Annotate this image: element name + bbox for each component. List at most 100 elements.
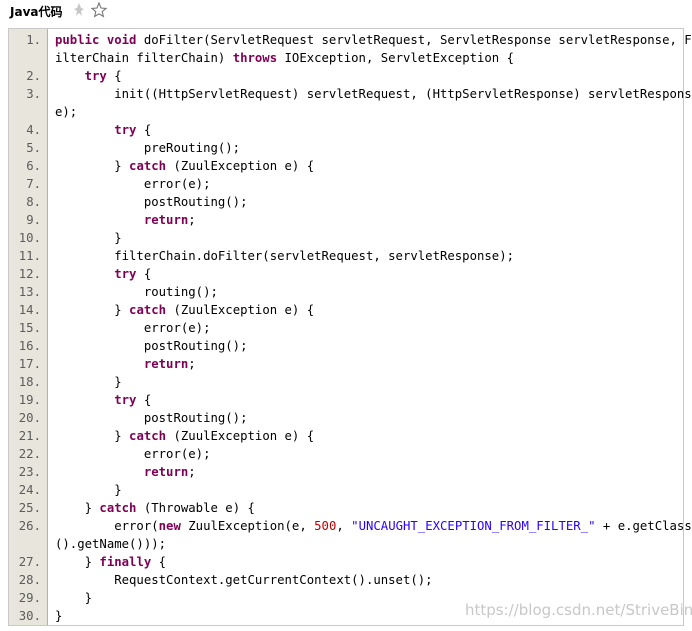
code-token: { <box>136 123 152 137</box>
code-token: catch <box>129 159 167 173</box>
line-number: 3. <box>26 87 41 101</box>
line-number: 1. <box>26 33 41 47</box>
line-number: 28. <box>18 573 41 587</box>
code-text: } <box>55 229 122 247</box>
code-token: e); <box>55 105 78 119</box>
code-token: } <box>55 231 122 245</box>
line-number: 15. <box>18 321 41 335</box>
code-token: } <box>55 303 130 317</box>
code-token: postRouting(); <box>55 339 248 353</box>
code-text: e); <box>55 103 77 121</box>
code-token: return <box>143 213 189 227</box>
code-text: } <box>55 589 92 607</box>
code-block: 1.public void doFilter(ServletRequest se… <box>8 28 692 626</box>
code-line: 9. return; <box>9 211 683 229</box>
code-text: routing(); <box>55 283 218 301</box>
line-number: 11. <box>18 249 41 263</box>
code-token: preRouting(); <box>55 141 241 155</box>
line-number: 6. <box>26 159 41 173</box>
code-token: { <box>106 69 122 83</box>
code-token: + e.getClass <box>595 519 692 533</box>
line-number: 17. <box>18 357 41 371</box>
code-line: 22. error(e); <box>9 445 683 463</box>
code-line: 6. } catch (ZuulException e) { <box>9 157 683 175</box>
code-line: 10. } <box>9 229 683 247</box>
code-token: "UNCAUGHT_EXCEPTION_FROM_FILTER_" <box>351 519 596 533</box>
code-text: preRouting(); <box>55 139 240 157</box>
code-text: error(e); <box>55 319 211 337</box>
code-text: RequestContext.getCurrentContext().unset… <box>55 571 433 589</box>
code-line: 4. try { <box>9 121 683 139</box>
code-line: 7. error(e); <box>9 175 683 193</box>
code-token: doFilter(ServletRequest servletRequest, … <box>143 33 692 47</box>
code-text: } catch (ZuulException e) { <box>55 301 314 319</box>
code-line: 15. error(e); <box>9 319 683 337</box>
line-number: 25. <box>18 501 41 515</box>
code-token: postRouting(); <box>55 411 248 425</box>
code-token: throws <box>232 51 278 65</box>
code-line: 17. return; <box>9 355 683 373</box>
code-token <box>55 465 144 479</box>
code-token: } <box>55 609 63 623</box>
code-token <box>55 69 85 83</box>
line-number: 8. <box>26 195 41 209</box>
line-number: 19. <box>18 393 41 407</box>
line-number: 2. <box>26 69 41 83</box>
code-token: RequestContext.getCurrentContext().unset… <box>55 573 433 587</box>
code-line: 21. } catch (ZuulException e) { <box>9 427 683 445</box>
code-text: return; <box>55 463 196 481</box>
star-icon[interactable] <box>90 1 108 19</box>
code-token: ZuulException(e, <box>180 519 315 533</box>
line-number: 14. <box>18 303 41 317</box>
code-token <box>55 393 114 407</box>
code-line: 14. } catch (ZuulException e) { <box>9 301 683 319</box>
pin-icon[interactable] <box>70 1 88 19</box>
code-token: } <box>55 501 100 515</box>
line-number <box>9 49 41 67</box>
code-text: try { <box>55 121 151 139</box>
code-token: } <box>55 159 130 173</box>
code-area <box>47 29 683 625</box>
code-token <box>55 267 114 281</box>
code-token: } <box>55 555 100 569</box>
code-token: } <box>55 429 130 443</box>
line-number: 18. <box>18 375 41 389</box>
code-line: 25. } catch (Throwable e) { <box>9 499 683 517</box>
code-line: 2. try { <box>9 67 683 85</box>
code-token: postRouting(); <box>55 195 248 209</box>
line-number: 27. <box>18 555 41 569</box>
code-line: 19. try { <box>9 391 683 409</box>
code-token: { <box>136 267 152 281</box>
code-token: { <box>151 555 167 569</box>
line-number: 24. <box>18 483 41 497</box>
code-token: return <box>143 465 189 479</box>
code-text: postRouting(); <box>55 193 248 211</box>
watermark: https://blog.csdn.net/StriveBing <box>465 601 692 619</box>
code-token: ().getName())); <box>55 537 167 551</box>
code-text: return; <box>55 355 196 373</box>
code-text: ilterChain filterChain) throws IOExcepti… <box>55 49 514 67</box>
code-token: try <box>114 393 137 407</box>
code-language-title: Java代码 <box>10 5 63 19</box>
code-token: IOException, ServletException { <box>277 51 515 65</box>
code-text: postRouting(); <box>55 337 248 355</box>
line-number: 22. <box>18 447 41 461</box>
line-number: 12. <box>18 267 41 281</box>
code-token: (ZuulException e) { <box>166 159 315 173</box>
line-number: 23. <box>18 465 41 479</box>
code-line: 26. error(new ZuulException(e, 500, "UNC… <box>9 517 692 535</box>
code-token: routing(); <box>55 285 218 299</box>
code-token: error( <box>55 519 159 533</box>
code-token: 500 <box>314 519 337 533</box>
code-token: { <box>136 393 152 407</box>
code-token: init((HttpServletRequest) servletRequest… <box>55 87 692 101</box>
line-number: 26. <box>18 519 41 533</box>
code-line: 12. try { <box>9 265 683 283</box>
code-line: 24. } <box>9 481 683 499</box>
line-number: 5. <box>26 141 41 155</box>
code-line: 30.} <box>9 607 683 625</box>
code-token: ; <box>188 465 196 479</box>
code-text: error(e); <box>55 445 211 463</box>
code-header: Java代码 <box>0 0 692 26</box>
code-text: } catch (ZuulException e) { <box>55 157 314 175</box>
